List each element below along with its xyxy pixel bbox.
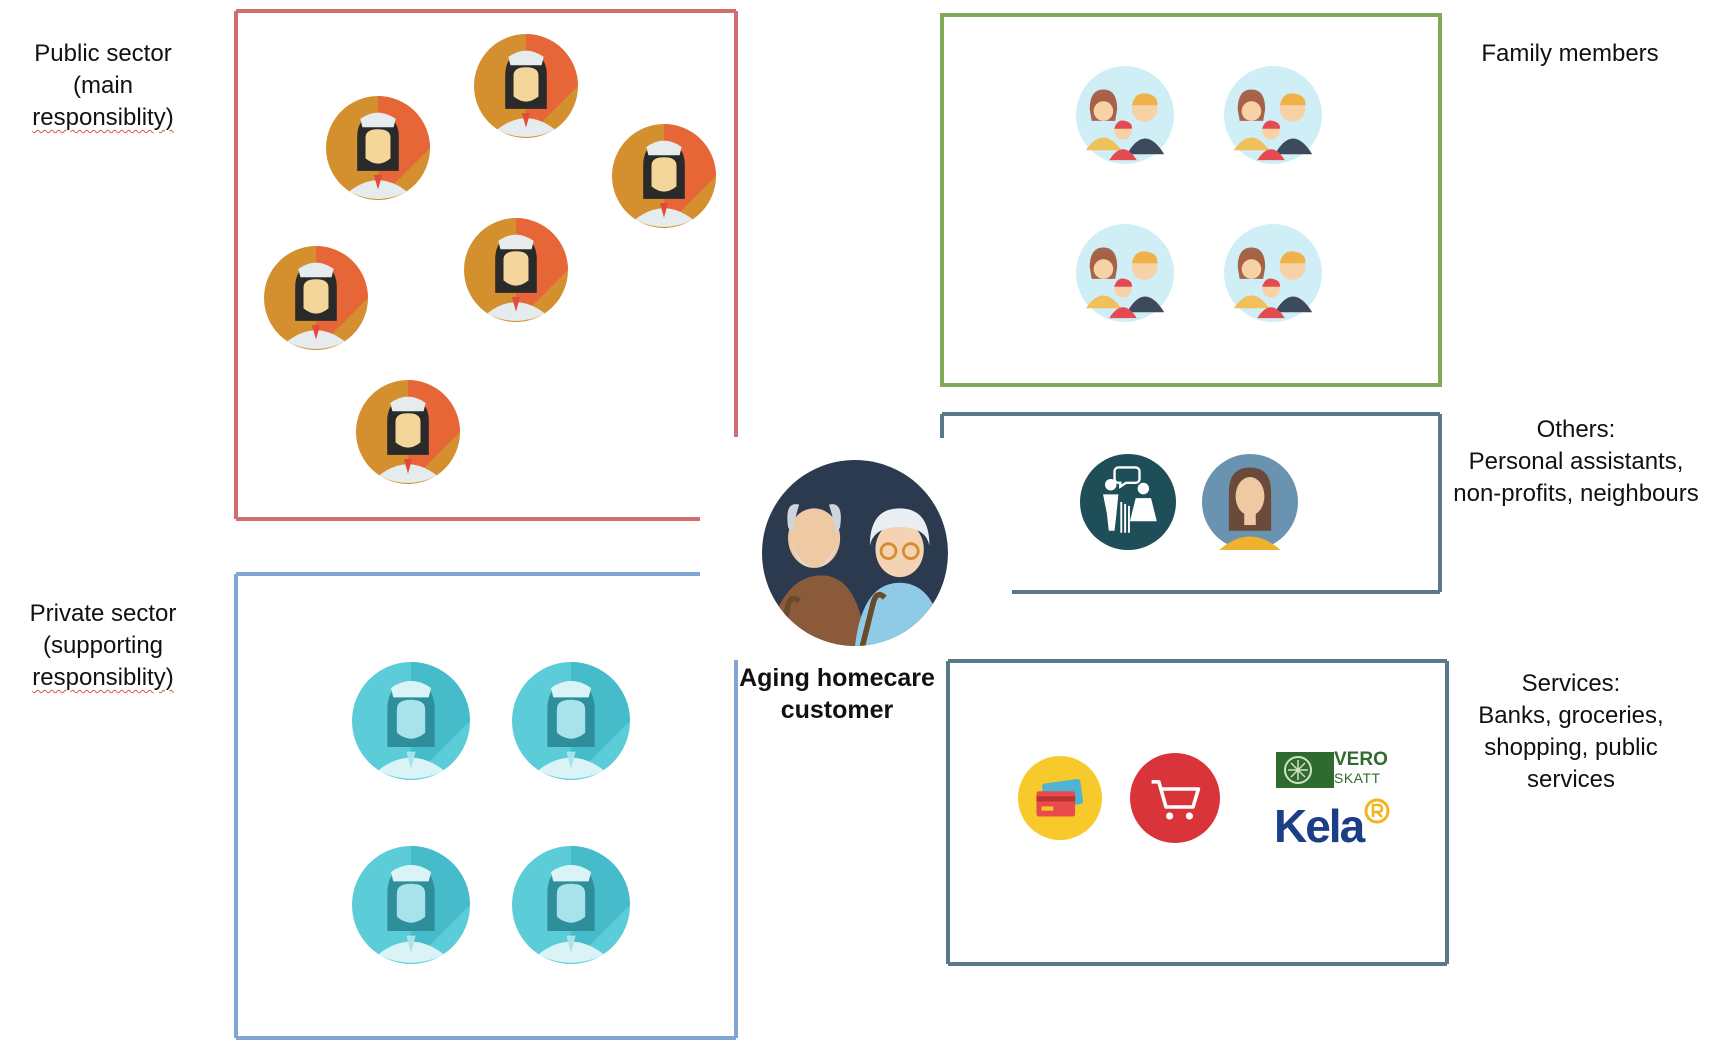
kela-logo: Kela xyxy=(1274,798,1394,858)
private-sector-frame xyxy=(234,572,738,1040)
family-icon xyxy=(1076,66,1174,164)
services-frame xyxy=(946,659,1449,966)
public-sector-frame xyxy=(234,9,738,521)
family-members-label: Family members xyxy=(1460,38,1680,70)
female-nurse-icon xyxy=(474,34,578,138)
private-nurse-icon xyxy=(352,662,470,780)
private-label-line2: (supporting xyxy=(42,632,164,659)
female-nurse-icon xyxy=(326,96,430,200)
public-sector-label: Public sector (main responsiblity) xyxy=(0,38,206,134)
private-label-line1: Private sector xyxy=(29,600,177,627)
family-frame xyxy=(940,13,1442,387)
vero-text: VERO xyxy=(1334,749,1388,770)
private-nurse-icon xyxy=(512,662,630,780)
personal-assistant-icon xyxy=(1080,454,1176,550)
private-nurse-icon xyxy=(512,846,630,964)
private-sector-label: Private sector (supporting responsiblity… xyxy=(0,598,206,694)
others-label-line2: Personal assistants, xyxy=(1468,448,1684,475)
aging-homecare-customer-label: Aging homecare customer xyxy=(724,662,950,726)
services-label-line1: Services: xyxy=(1521,670,1621,697)
services-label-line3: shopping, public xyxy=(1484,734,1658,761)
family-icon xyxy=(1224,224,1322,322)
kela-badge-icon xyxy=(1364,798,1390,824)
female-nurse-icon xyxy=(356,380,460,484)
female-nurse-icon xyxy=(264,246,368,350)
vero-emblem-icon xyxy=(1276,752,1334,788)
female-nurse-icon xyxy=(612,124,716,228)
center-label-line2: customer xyxy=(780,696,894,724)
private-label-line3: responsiblity) xyxy=(32,664,174,691)
female-nurse-icon xyxy=(464,218,568,322)
services-label-line4: services xyxy=(1526,766,1616,793)
others-frame xyxy=(940,412,1442,594)
public-label-line2: (main xyxy=(72,72,133,99)
private-nurse-icon xyxy=(352,846,470,964)
public-label-line1: Public sector xyxy=(34,40,172,67)
others-label: Others: Personal assistants, non-profits… xyxy=(1440,414,1712,510)
credit-card-icon xyxy=(1018,756,1102,840)
shopping-cart-icon xyxy=(1130,753,1220,843)
skatt-text: SKATT xyxy=(1334,770,1381,786)
vero-skatt-logo: VERO SKATT xyxy=(1276,749,1388,790)
services-label: Services: Banks, groceries, shopping, pu… xyxy=(1455,668,1687,796)
woman-avatar-icon xyxy=(1202,454,1298,550)
kela-text: Kela xyxy=(1274,800,1365,852)
others-label-line3: non-profits, neighbours xyxy=(1453,480,1699,507)
elderly-couple-icon xyxy=(762,460,948,646)
family-icon xyxy=(1076,224,1174,322)
family-icon xyxy=(1224,66,1322,164)
family-label-line1: Family members xyxy=(1481,40,1659,67)
center-label-line1: Aging homecare xyxy=(739,664,935,692)
others-label-line1: Others: xyxy=(1536,416,1616,443)
public-label-line3: responsiblity) xyxy=(32,104,174,131)
services-label-line2: Banks, groceries, xyxy=(1478,702,1664,729)
